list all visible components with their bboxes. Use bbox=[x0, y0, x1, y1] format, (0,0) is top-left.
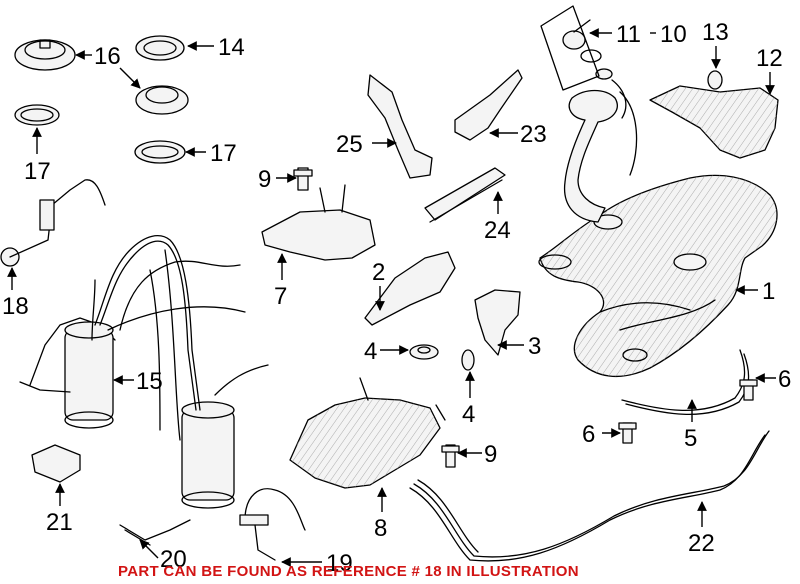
callout-number: 13 bbox=[702, 19, 729, 46]
callout-2: 2 bbox=[372, 259, 385, 311]
callout-16: 16 bbox=[75, 43, 141, 89]
grommet-part bbox=[409, 344, 475, 371]
callout-21: 21 bbox=[46, 483, 73, 536]
callout-17b: 17 bbox=[185, 140, 237, 167]
callout-13: 13 bbox=[702, 19, 729, 69]
bolt-9b-part bbox=[441, 444, 460, 468]
callout-number: 1 bbox=[762, 278, 775, 305]
callout-number: 11 bbox=[616, 21, 641, 48]
callout-4a: 4 bbox=[364, 338, 409, 365]
callout-number: 14 bbox=[218, 34, 245, 61]
bolt-9-part bbox=[293, 167, 313, 191]
callout-6b: 6 bbox=[582, 421, 621, 448]
callout-number: 2 bbox=[372, 259, 385, 286]
sender-flange-16-part bbox=[14, 39, 76, 71]
bracket-23-part bbox=[454, 69, 523, 141]
callout-3: 3 bbox=[497, 333, 541, 360]
shield-2-part bbox=[364, 251, 456, 326]
callout-5: 5 bbox=[684, 399, 697, 452]
bolt-6-part bbox=[618, 379, 758, 444]
callout-number: 23 bbox=[520, 121, 547, 148]
callout-18: 18 bbox=[2, 267, 29, 320]
callout-number: 25 bbox=[336, 131, 363, 158]
callout-15: 15 bbox=[113, 368, 163, 395]
callout-number: 10 bbox=[660, 21, 687, 48]
callout-9b: 9 bbox=[457, 441, 497, 468]
callout-number: 6 bbox=[582, 421, 595, 448]
shield-3-part bbox=[474, 289, 521, 356]
callout-22: 22 bbox=[688, 501, 715, 557]
callout-number: 17 bbox=[24, 158, 51, 185]
reference-caption: PART CAN BE FOUND AS REFERENCE # 18 IN I… bbox=[118, 563, 579, 580]
callout-17a: 17 bbox=[24, 127, 51, 185]
callout-12: 12 bbox=[756, 45, 783, 95]
callout-number: 9 bbox=[258, 166, 271, 193]
callout-number: 17 bbox=[210, 140, 237, 167]
callout-number: 24 bbox=[484, 217, 511, 244]
callout-number: 8 bbox=[374, 515, 387, 542]
callout-number: 4 bbox=[364, 338, 377, 365]
callout-4b: 4 bbox=[462, 371, 475, 428]
callout-number: 22 bbox=[688, 530, 715, 557]
lock-ring-14-part bbox=[135, 35, 185, 61]
callout-20: 20 bbox=[139, 539, 187, 573]
heat-shield-part bbox=[649, 70, 779, 159]
callout-1: 1 bbox=[735, 278, 775, 305]
filler-neck-part bbox=[563, 68, 638, 223]
callout-number: 18 bbox=[2, 293, 29, 320]
callout-23: 23 bbox=[489, 121, 547, 148]
callout-8: 8 bbox=[374, 487, 387, 542]
level-sender-18-part bbox=[0, 179, 106, 267]
shield-8-part bbox=[289, 377, 446, 489]
callout-number: 7 bbox=[274, 283, 287, 310]
callout-number: 21 bbox=[46, 509, 73, 536]
callout-number: 20 bbox=[160, 546, 187, 573]
callout-10: 10 bbox=[650, 21, 687, 48]
callout-number: 15 bbox=[136, 368, 163, 395]
callout-24: 24 bbox=[484, 191, 511, 244]
callout-19: 19 bbox=[281, 550, 353, 577]
callout-6a: 6 bbox=[755, 366, 791, 393]
callout-11: 11 bbox=[589, 21, 641, 48]
fuel-cap-part bbox=[540, 5, 602, 91]
callout-number: 12 bbox=[756, 45, 783, 72]
bracket-25-part bbox=[367, 74, 433, 179]
strap-part bbox=[621, 349, 750, 416]
seal-ring-17-part bbox=[14, 104, 186, 164]
fuel-lines-part bbox=[409, 430, 770, 562]
callout-25: 25 bbox=[336, 131, 397, 158]
callout-14: 14 bbox=[187, 34, 245, 61]
callout-number: 6 bbox=[778, 366, 791, 393]
fuel-pump-15-part bbox=[19, 317, 116, 429]
callout-number: 5 bbox=[684, 425, 697, 452]
callout-number: 4 bbox=[462, 401, 475, 428]
callout-number: 3 bbox=[528, 333, 541, 360]
callout-7: 7 bbox=[274, 253, 287, 310]
callout-number: 9 bbox=[484, 441, 497, 468]
rail-24-part bbox=[424, 167, 506, 223]
harness-19-part bbox=[239, 488, 306, 561]
pump-flange-part bbox=[135, 85, 189, 115]
fuel-tank-part bbox=[538, 174, 778, 378]
callout-number: 16 bbox=[94, 43, 121, 70]
pump-bracket-20-part bbox=[119, 519, 191, 546]
callout-9a: 9 bbox=[258, 166, 297, 193]
callout-number: 19 bbox=[326, 550, 353, 577]
fuel-pump-b-part bbox=[181, 401, 235, 509]
connector-21-part bbox=[31, 444, 81, 483]
pump-tubes-part bbox=[91, 235, 269, 441]
shield-7-part bbox=[261, 184, 376, 261]
